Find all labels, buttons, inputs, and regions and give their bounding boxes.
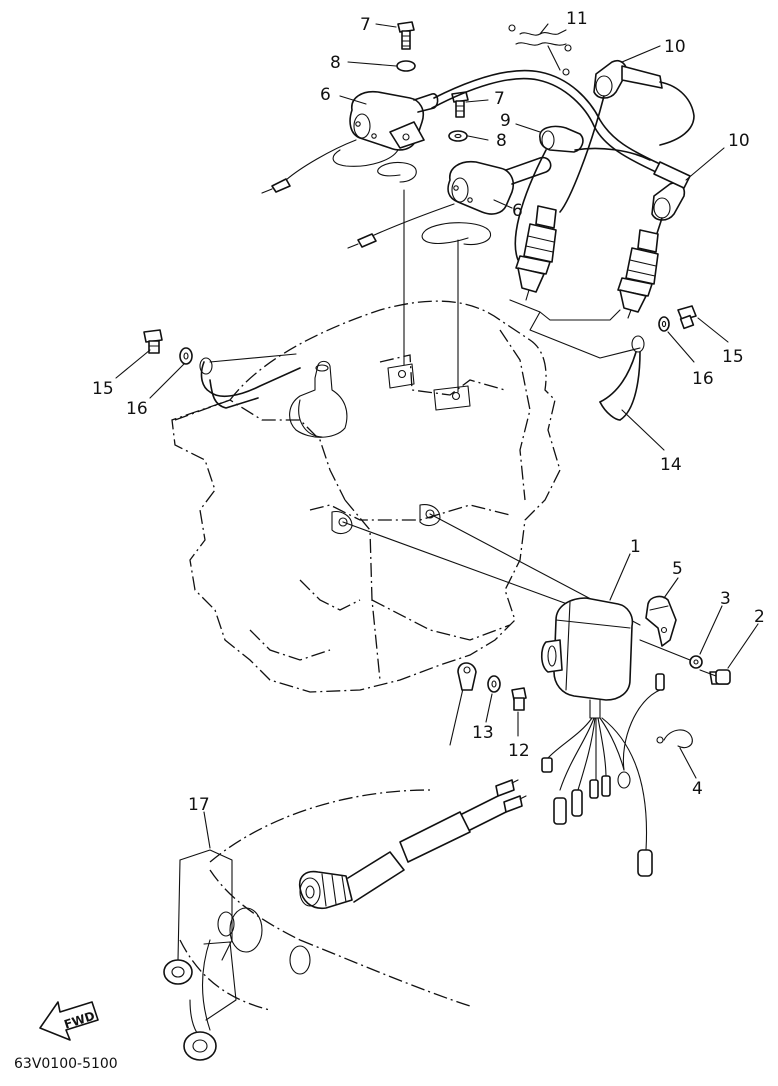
spark-plug-lower <box>617 229 659 319</box>
callout-5: 5 <box>672 559 683 579</box>
callout-3: 3 <box>720 589 731 609</box>
cdi-unit <box>540 597 634 719</box>
crankshaft-boss <box>289 360 348 438</box>
callout-2: 2 <box>754 607 765 627</box>
cdi-bracket <box>645 595 677 647</box>
high-tension-cord <box>431 69 661 261</box>
mounting-bushing-lower <box>183 941 237 1061</box>
callout-8a: 8 <box>330 53 341 73</box>
coil-washer-lower <box>448 130 468 142</box>
ground-bolt-left <box>143 329 163 354</box>
callout-17: 17 <box>188 795 210 815</box>
spark-plug-cap-lower <box>645 161 691 267</box>
coil-washer-upper <box>396 60 416 72</box>
plug-reference-line <box>509 299 641 359</box>
ground-lead-right <box>599 335 645 421</box>
callout-leaders <box>115 23 759 849</box>
cdi-wire-leads <box>541 673 665 877</box>
callout-7b: 7 <box>494 89 505 109</box>
callout-7a: 7 <box>360 15 371 35</box>
callout-10a: 10 <box>664 37 686 57</box>
callout-12: 12 <box>508 741 530 761</box>
ground-washer-right <box>658 316 670 332</box>
ground-lead-left <box>199 353 301 409</box>
callout-15b: 15 <box>722 347 744 367</box>
terminal-bolt <box>511 687 527 711</box>
wire-clamp <box>656 729 693 749</box>
callout-labels: 7 8 6 7 8 6 9 10 10 11 15 16 15 16 14 1 … <box>92 9 765 815</box>
callout-13: 13 <box>472 723 494 743</box>
block-mounting-bosses <box>331 363 471 535</box>
callout-16b: 16 <box>692 369 714 389</box>
ground-terminal <box>457 662 477 691</box>
spark-plug-upper <box>515 205 557 301</box>
forward-direction-arrow: FWD <box>39 1001 99 1041</box>
callout-10b: 10 <box>728 131 750 151</box>
cdi-washer <box>689 655 703 669</box>
terminal-washer <box>487 675 501 693</box>
coil-bolt-upper <box>397 21 415 50</box>
callout-14: 14 <box>660 455 682 475</box>
drawing-code: 63V0100-5100 <box>14 1056 118 1072</box>
callout-9: 9 <box>500 111 511 131</box>
ground-washer-left <box>179 347 193 365</box>
callout-16a: 16 <box>126 399 148 419</box>
callout-4: 4 <box>692 779 703 799</box>
cdi-bolt <box>699 669 731 685</box>
coil-bolt-lower <box>451 91 469 118</box>
callout-6a: 6 <box>320 85 331 105</box>
ignition-coil-upper <box>261 90 439 194</box>
wire-harness-clip <box>508 24 572 76</box>
callout-8b: 8 <box>496 131 507 151</box>
callout-6b: 6 <box>512 201 523 221</box>
spark-plug-cap-upper <box>559 59 695 213</box>
callout-1: 1 <box>630 537 641 557</box>
callout-15a: 15 <box>92 379 114 399</box>
engine-block-outline <box>171 300 561 693</box>
mounting-bushing-upper <box>163 959 193 985</box>
cord-grommet <box>298 779 527 910</box>
callout-11: 11 <box>566 9 588 29</box>
coil-ground-loops <box>332 149 492 246</box>
ground-bolt-right <box>677 305 697 330</box>
